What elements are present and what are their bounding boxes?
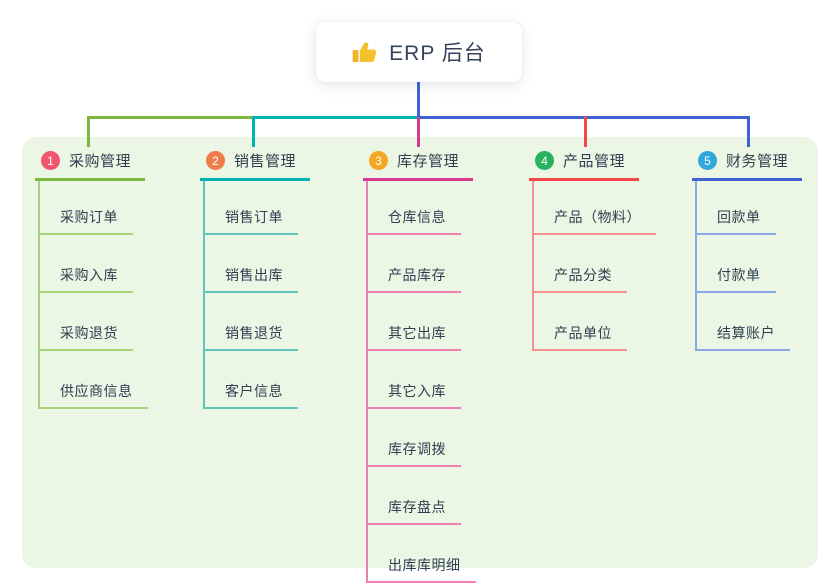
branch-header[interactable]: 4 产品管理 <box>529 147 640 181</box>
branch-children: 仓库信息产品库存其它出库其它入库库存调拨库存盘点出库库明细 <box>366 181 476 583</box>
branch-number-badge: 1 <box>41 151 60 170</box>
branch: 4 产品管理 产品（物料）产品分类产品单位 <box>529 147 656 351</box>
branch-label: 财务管理 <box>726 153 789 170</box>
branch-children: 回款单付款单结算账户 <box>695 181 790 351</box>
branch-label: 产品管理 <box>563 153 626 170</box>
branch-drop-line <box>252 116 255 147</box>
branch-drop-line <box>584 116 587 147</box>
branch-children: 采购订单采购入库采购退货供应商信息 <box>38 181 148 409</box>
child-node[interactable]: 产品（物料） <box>534 181 656 235</box>
child-node[interactable]: 采购订单 <box>40 181 133 235</box>
branch-drop-line <box>417 116 420 147</box>
root-connector <box>417 82 420 117</box>
child-node[interactable]: 产品分类 <box>534 235 627 293</box>
child-node[interactable]: 其它出库 <box>368 293 461 351</box>
branch-number-badge: 2 <box>206 151 225 170</box>
child-node[interactable]: 客户信息 <box>205 351 298 409</box>
child-node[interactable]: 库存盘点 <box>368 467 461 525</box>
thumbs-up-icon <box>352 42 377 63</box>
branch: 2 销售管理 销售订单销售出库销售退货客户信息 <box>200 147 311 409</box>
child-node[interactable]: 销售退货 <box>205 293 298 351</box>
thumbs-up-path <box>352 50 359 63</box>
branch-children: 销售订单销售出库销售退货客户信息 <box>203 181 298 409</box>
branch-header[interactable]: 3 库存管理 <box>363 147 474 181</box>
branch-children: 产品（物料）产品分类产品单位 <box>532 181 656 351</box>
branch: 5 财务管理 回款单付款单结算账户 <box>692 147 803 351</box>
branch-label: 销售管理 <box>234 153 297 170</box>
branch-header[interactable]: 5 财务管理 <box>692 147 803 181</box>
child-node[interactable]: 销售订单 <box>205 181 298 235</box>
child-node[interactable]: 仓库信息 <box>368 181 461 235</box>
child-node[interactable]: 结算账户 <box>697 293 790 351</box>
child-node[interactable]: 采购入库 <box>40 235 133 293</box>
child-node[interactable]: 库存调拨 <box>368 409 461 467</box>
bus-segment <box>253 116 418 119</box>
child-node[interactable]: 出库库明细 <box>368 525 476 583</box>
root-label: ERP 后台 <box>389 42 486 65</box>
branch: 3 库存管理 仓库信息产品库存其它出库其它入库库存调拨库存盘点出库库明细 <box>363 147 476 583</box>
bus-segment <box>418 116 748 119</box>
bus-segment <box>88 116 253 119</box>
branch-number-badge: 4 <box>535 151 554 170</box>
child-node[interactable]: 采购退货 <box>40 293 133 351</box>
child-node[interactable]: 供应商信息 <box>40 351 148 409</box>
child-node[interactable]: 销售出库 <box>205 235 298 293</box>
child-node[interactable]: 付款单 <box>697 235 776 293</box>
child-node[interactable]: 其它入库 <box>368 351 461 409</box>
root-node[interactable]: ERP 后台 <box>316 22 522 82</box>
child-node[interactable]: 产品单位 <box>534 293 627 351</box>
child-node[interactable]: 回款单 <box>697 181 776 235</box>
mindmap-panel <box>22 137 818 568</box>
branch-number-badge: 5 <box>698 151 717 170</box>
branch-drop-line <box>87 116 90 147</box>
branch-label: 库存管理 <box>397 153 460 170</box>
branch-number-badge: 3 <box>369 151 388 170</box>
branch: 1 采购管理 采购订单采购入库采购退货供应商信息 <box>35 147 148 409</box>
branch-drop-line <box>747 116 750 147</box>
branch-header[interactable]: 1 采购管理 <box>35 147 146 181</box>
child-node[interactable]: 产品库存 <box>368 235 461 293</box>
branch-header[interactable]: 2 销售管理 <box>200 147 311 181</box>
branch-label: 采购管理 <box>69 153 132 170</box>
